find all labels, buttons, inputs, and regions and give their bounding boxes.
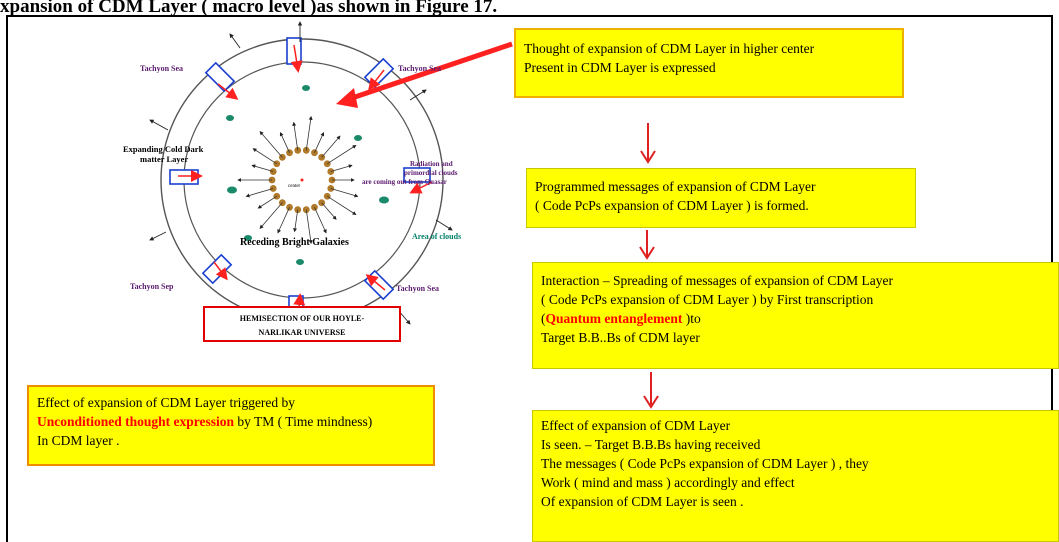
galaxy-motion-arrow <box>314 131 325 153</box>
galaxy-motion-arrow <box>327 195 357 216</box>
thought-line-1: Thought of expansion of CDM Layer in hig… <box>524 41 815 56</box>
effect-right-line-3: The messages ( Code PcPs expansion of CD… <box>541 456 869 471</box>
quantum-entanglement-text: Quantum entanglement <box>545 311 683 326</box>
effect-left-line-3: In CDM layer . <box>37 433 120 448</box>
programmed-box: Programmed messages of expansion of CDM … <box>526 168 916 228</box>
tube-arrows <box>178 44 433 321</box>
galaxy-motion-arrow <box>330 188 359 198</box>
receding-galaxies <box>237 115 359 245</box>
interaction-line-1: Interaction – Spreading of messages of e… <box>541 273 894 288</box>
galaxy-motion-arrow <box>293 209 299 233</box>
expanding-cdm-label-1: Expanding Cold Dark <box>123 144 204 154</box>
galaxy-motion-arrow <box>245 188 274 198</box>
effect-right-line-1: Effect of expansion of CDM Layer <box>541 418 731 433</box>
effect-seen-box: Effect of expansion of CDM Layer Is seen… <box>532 410 1059 542</box>
galaxy-motion-arrow <box>321 135 341 158</box>
galaxy-motion-arrow <box>259 202 283 229</box>
interaction-paren: ( <box>541 311 546 326</box>
galaxy-dot <box>311 149 318 157</box>
center-label: center <box>288 184 301 189</box>
expanding-cdm-label-2: matter Layer <box>140 154 189 164</box>
diagram-caption: HEMISECTION OF OUR HOYLE- NARLIKAR UNIVE… <box>203 306 401 342</box>
interaction-box: Interaction – Spreading of messages of e… <box>532 262 1059 369</box>
caption-line-2: NARLIKAR UNIVERSE <box>258 328 346 337</box>
caption-line-1: HEMISECTION OF OUR HOYLE- <box>239 314 365 323</box>
clouds <box>226 85 389 265</box>
effect-left-line-1: Effect of expansion of CDM Layer trigger… <box>37 395 296 410</box>
interaction-to: )to <box>682 311 701 326</box>
flow-arrows <box>639 123 659 409</box>
galaxy-motion-arrow <box>321 202 337 220</box>
effect-left-line-2-rest: by TM ( Time mindness) <box>234 414 373 429</box>
center-dot <box>300 178 304 182</box>
programmed-line-1: Programmed messages of expansion of CDM … <box>535 179 816 194</box>
galaxy-motion-arrow <box>305 209 313 245</box>
page-heading: xpansion of CDM Layer ( macro level )as … <box>0 0 498 17</box>
interaction-line-2: ( Code PcPs expansion of CDM Layer ) by … <box>541 292 874 307</box>
effect-right-line-5: Of expansion of CDM Layer is seen . <box>541 494 744 509</box>
effect-left-line-2: Unconditioned thought expression by TM (… <box>37 412 425 431</box>
galaxy-dot <box>286 149 293 157</box>
galaxy-motion-arrow <box>327 144 357 165</box>
tachyon-sea-label-bottom-right: Tachyon Sea <box>396 284 440 293</box>
tachyon-sea-label-top-left: Tachyon Sea <box>140 64 184 73</box>
effect-right-line-2: Is seen. – Target B.B.Bs having received <box>541 437 761 452</box>
interaction-line-3: (Quantum entanglement )to <box>541 309 1050 328</box>
galaxy-dot <box>327 168 335 175</box>
tachyon-sea-label-top-right: Tachyon Sea <box>398 64 442 73</box>
effect-trigger-box: Effect of expansion of CDM Layer trigger… <box>27 385 435 466</box>
thought-box: Thought of expansion of CDM Layer in hig… <box>514 28 904 98</box>
tachyon-sea-label-bottom-left: Tachyon Sep <box>130 282 174 291</box>
programmed-line-2: ( Code PcPs expansion of CDM Layer ) is … <box>535 198 809 213</box>
galaxy-motion-arrow <box>314 207 327 234</box>
galaxy-motion-arrow <box>252 148 277 165</box>
thought-arrow <box>345 41 513 103</box>
galaxy-motion-arrow <box>257 195 277 209</box>
galaxy-motion-arrow <box>279 131 290 153</box>
galaxy-dot <box>323 160 331 168</box>
radiation-label-1: Radiation and <box>410 160 453 168</box>
radiation-label-3: are coming out from Quasar <box>362 178 447 186</box>
receding-galaxies-label: Receding Bright Galaxies <box>240 237 349 248</box>
galaxy-motion-arrow <box>330 164 353 172</box>
radiation-label-2: primordial clouds <box>404 169 458 177</box>
galaxy-motion-arrow <box>259 131 283 158</box>
thought-line-2: Present in CDM Layer is expressed <box>524 60 716 75</box>
galaxy-motion-arrow <box>292 121 299 151</box>
galaxy-dot <box>269 168 277 175</box>
galaxy-motion-arrow <box>251 164 274 172</box>
unconditioned-thought-text: Unconditioned thought expression <box>37 414 235 429</box>
galaxy-motion-arrow <box>277 207 290 234</box>
galaxy-dot <box>273 160 281 168</box>
effect-right-line-4: Work ( mind and mass ) accordingly and e… <box>541 475 795 490</box>
galaxy-motion-arrow <box>305 115 313 151</box>
area-of-clouds-label: Area of clouds <box>412 232 462 241</box>
interaction-line-4: Target B.B..Bs of CDM layer <box>541 330 700 345</box>
